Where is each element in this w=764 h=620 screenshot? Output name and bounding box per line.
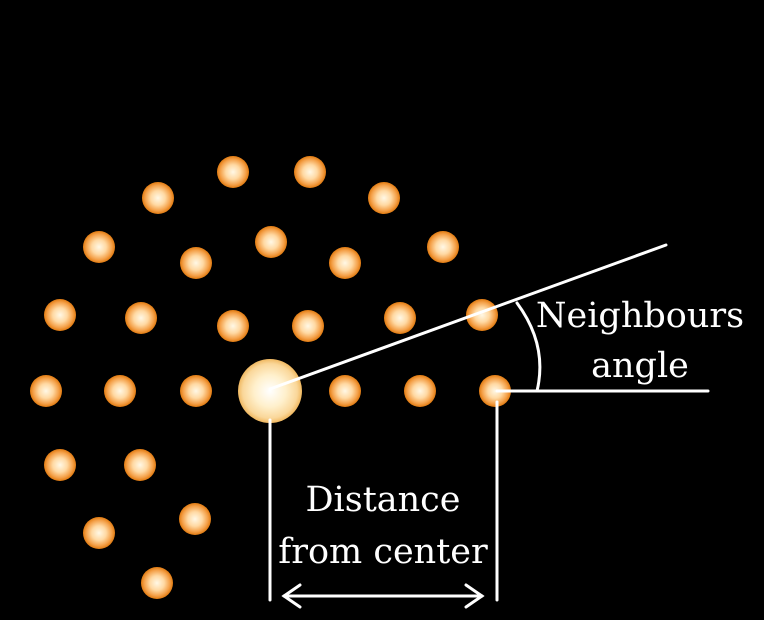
particle xyxy=(217,156,249,188)
center-particle xyxy=(238,359,302,423)
particle xyxy=(141,567,173,599)
particle xyxy=(44,299,76,331)
distance-label-line2: from center xyxy=(278,532,488,572)
particle xyxy=(30,375,62,407)
particle xyxy=(180,247,212,279)
particle xyxy=(142,182,174,214)
particle xyxy=(384,302,416,334)
particle xyxy=(124,449,156,481)
particle xyxy=(125,302,157,334)
distance-arrowhead-right xyxy=(464,583,485,609)
angle-arc xyxy=(515,301,542,393)
particle xyxy=(255,226,287,258)
particle xyxy=(466,299,498,331)
particle xyxy=(179,503,211,535)
angle-label-line2: angle xyxy=(591,346,689,386)
particle xyxy=(404,375,436,407)
particle xyxy=(294,156,326,188)
particle xyxy=(104,375,136,407)
distance-arrowhead-left xyxy=(281,583,302,609)
particle xyxy=(180,375,212,407)
particle xyxy=(329,247,361,279)
particle xyxy=(479,375,511,407)
particle xyxy=(83,517,115,549)
particle xyxy=(427,231,459,263)
particle xyxy=(217,310,249,342)
particle xyxy=(329,375,361,407)
neighbour-direction-line xyxy=(268,243,668,391)
distance-label-line1: Distance xyxy=(305,480,460,520)
particle xyxy=(83,231,115,263)
particle xyxy=(44,449,76,481)
angle-label-line1: Neighbours xyxy=(536,296,744,336)
particle xyxy=(292,310,324,342)
particle xyxy=(368,182,400,214)
